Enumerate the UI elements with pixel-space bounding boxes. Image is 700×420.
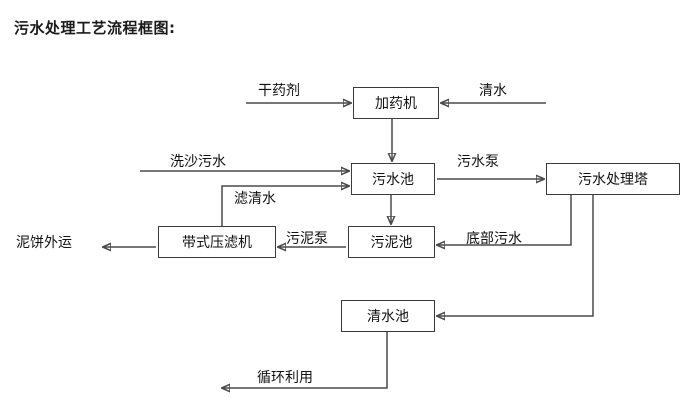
node-belt-filter-press[interactable]: 带式压滤机: [158, 226, 276, 258]
edge-label-bottom-sewage: 底部污水: [466, 231, 522, 247]
node-treatment-tower-label: 污水处理塔: [578, 172, 648, 188]
node-wastewater-pool[interactable]: 污水池: [351, 163, 435, 195]
edge-label-sewage-pump: 污水泵: [457, 154, 499, 170]
node-clear-water-pool[interactable]: 清水池: [341, 300, 435, 332]
node-belt-filter-press-label: 带式压滤机: [182, 235, 252, 251]
wire-clear-water-pool-to-recycle: [222, 332, 388, 388]
node-dosing-machine[interactable]: 加药机: [353, 87, 439, 119]
node-clear-water-pool-label: 清水池: [367, 309, 409, 325]
wire-tower-to-clear-water-pool: [437, 195, 594, 316]
node-sludge-pool[interactable]: 污泥池: [348, 226, 435, 258]
node-wastewater-pool-label: 污水池: [372, 172, 414, 188]
wire-filtered-water-to-wastewater-pool: [221, 186, 349, 226]
node-sludge-pool-label: 污泥池: [370, 235, 413, 251]
node-dosing-machine-label: 加药机: [375, 96, 417, 112]
edge-label-filtered-water: 滤清水: [234, 191, 276, 207]
edge-label-recycle-reuse: 循环利用: [257, 370, 313, 386]
page-title: 污水处理工艺流程框图:: [14, 19, 176, 37]
edge-label-sand-wash-sewage: 洗沙污水: [170, 154, 226, 170]
edge-label-sludge-pump: 污泥泵: [286, 231, 328, 247]
edge-label-mud-cake-transport: 泥饼外运: [16, 235, 72, 251]
edge-label-dry-chemical: 干药剂: [258, 83, 300, 99]
edge-label-clean-water-in: 清水: [479, 83, 507, 99]
node-treatment-tower[interactable]: 污水处理塔: [546, 163, 680, 195]
wire-tower-to-sludge-pool: [437, 195, 572, 245]
